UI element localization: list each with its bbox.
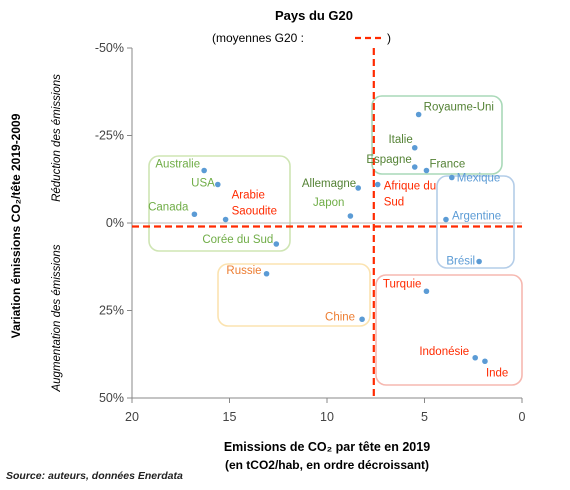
point-arabie-saoudite [222,216,229,223]
point-label: Allemagne [302,178,356,190]
point-label: France [429,159,465,171]
point-argentine [443,216,449,223]
cluster-boxes [148,95,523,386]
g20-mean-lines [132,48,522,398]
point-turquie [423,288,430,295]
point-label: Japon [313,197,344,209]
point-label: Inde [486,367,508,379]
axes: -50% -25% 0% 25% 50%20 15 10 5 0 [95,41,526,424]
point-label: Italie [388,134,412,146]
y-tick-label: -25% [95,129,124,143]
point-label: Argentine [452,211,501,223]
y-tick-label: 0% [106,216,124,230]
x-tick-label: 20 [125,410,139,424]
point-label: Chine [325,311,355,323]
point-mexique [449,174,455,181]
source-note: Source: auteurs, données Enerdata [6,470,183,482]
point-usa [215,181,221,188]
point-label: Brésil [446,256,475,268]
y-tick-label: -50% [95,41,124,55]
point-allemagne [355,185,362,191]
legend-text: (moyennes G20 : [212,31,304,45]
x-axis-sublabel: (en tCO2/hab, en ordre décroissant) [225,458,429,472]
cluster-box-4 [375,274,523,386]
point-label: Canada [148,201,189,213]
point-label: Espagne [366,154,411,166]
point-chine [359,316,365,323]
chart-title: Pays du G20 [275,8,353,23]
y-axis-label-bottom: Augmentation des émissions [51,244,63,392]
point-inde [482,358,488,365]
point-corée-du-sud [273,241,280,247]
cluster-box-2 [436,175,515,269]
point-brésil [476,258,482,265]
point-australie [201,167,207,174]
x-axis-label: Emissions de CO₂ par tête en 2019 [224,440,430,454]
point-italie [411,144,418,151]
point-label: Mexique [457,173,500,185]
point-indonésie [472,354,479,361]
y-tick-label: 50% [99,391,124,405]
point-canada [191,211,198,218]
point-russie [263,270,270,277]
legend-close: ) [387,31,391,45]
point-espagne [411,164,418,170]
point-france [423,167,430,174]
x-tick-label: 0 [519,410,526,424]
x-tick-label: 15 [223,410,237,424]
x-tick-label: 5 [421,410,428,424]
point-label: Australie [155,159,200,171]
point-label: Indonésie [419,346,469,358]
x-tick-label: 10 [320,410,334,424]
point-royaume-uni [415,111,422,118]
cluster-box-1 [148,155,291,252]
y-axis-label-top: Réduction des émissions [51,74,63,202]
y-tick-label: 25% [99,304,124,318]
y-axis-label: Variation émissions CO₂/tête 2019-2009 [9,113,23,338]
cluster-box-0 [371,95,503,175]
point-label: Russie [226,265,261,277]
point-label: Royaume-Uni [424,102,494,114]
data-points [191,111,488,365]
point-label: Turquie [383,278,422,290]
cluster-box-3 [217,263,371,327]
point-japon [347,213,354,219]
point-label: USA [191,178,215,190]
point-afrique-du-sud [374,181,381,188]
point-label: Corée du Sud [202,234,273,246]
